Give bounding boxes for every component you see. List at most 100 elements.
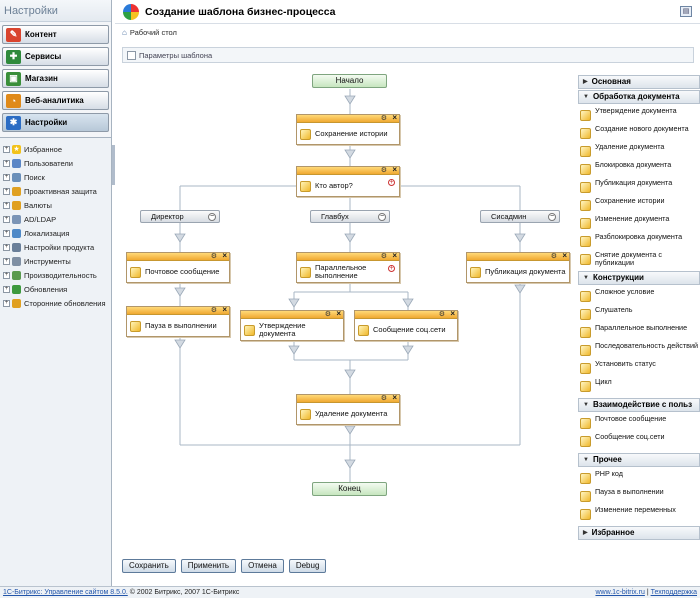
palette-item[interactable]: Почтовое сообщение — [580, 414, 700, 432]
module-analytics-button[interactable]: ◔Веб-аналитика — [2, 91, 109, 110]
save-button[interactable]: Сохранить — [122, 559, 176, 573]
gear-icon[interactable]: ⚙ — [550, 253, 557, 260]
palette-item[interactable]: PHP код — [580, 469, 700, 487]
activity-who-author[interactable]: ⚙× Кто автор? + — [296, 165, 400, 197]
palette-item[interactable]: Удаление документа — [580, 142, 700, 160]
tree-item-favorites[interactable]: +★Избранное — [3, 144, 63, 154]
palette-item[interactable]: Цикл — [580, 377, 700, 395]
tree-item-third-party-updates[interactable]: +Сторонние обновления — [3, 298, 106, 308]
tree-item-search[interactable]: +Поиск — [3, 172, 45, 182]
expand-icon[interactable]: + — [3, 229, 10, 237]
palette-item[interactable]: Пауза в выполнении — [580, 487, 700, 505]
close-icon[interactable]: × — [392, 393, 397, 402]
palette-item[interactable]: Создание нового документа — [580, 124, 700, 142]
branch-chief-accountant[interactable]: Главбух− — [310, 210, 390, 223]
palette-section-basic[interactable]: ▶Основная — [578, 75, 700, 89]
close-icon[interactable]: × — [222, 251, 227, 260]
debug-button[interactable]: Debug — [288, 559, 327, 573]
gear-icon[interactable]: ⚙ — [210, 307, 217, 314]
tree-item-tools[interactable]: +Инструменты — [3, 256, 71, 266]
cancel-button[interactable]: Отмена — [241, 559, 284, 573]
activity-publish[interactable]: ⚙× Публикация документа — [466, 251, 570, 283]
gear-icon[interactable]: ⚙ — [380, 253, 387, 260]
close-icon[interactable]: × — [562, 251, 567, 260]
expand-icon[interactable]: + — [3, 271, 10, 279]
palette-item[interactable]: Блокировка документа — [580, 160, 700, 178]
palette-section-constructions[interactable]: ▼Конструкции — [578, 271, 700, 285]
tree-item-updates[interactable]: +Обновления — [3, 284, 68, 294]
gear-icon[interactable]: ⚙ — [438, 311, 445, 318]
expand-icon[interactable]: + — [3, 257, 10, 265]
palette-item[interactable]: Слушатель — [580, 305, 700, 323]
expand-icon[interactable]: + — [3, 145, 10, 153]
apply-button[interactable]: Применить — [180, 559, 237, 573]
branch-director[interactable]: Директор− — [140, 210, 220, 223]
footer-product-link[interactable]: 1С-Битрикс: Управление сайтом 8.5.0. — [3, 589, 128, 596]
tree-item-product-settings[interactable]: +Настройки продукта — [3, 242, 95, 252]
close-icon[interactable]: × — [392, 113, 397, 122]
expand-icon[interactable]: + — [3, 187, 10, 195]
expand-icon[interactable]: + — [3, 285, 10, 293]
palette-section-other[interactable]: ▼Прочее — [578, 453, 700, 467]
activity-delete[interactable]: ⚙× Удаление документа — [296, 393, 400, 425]
remove-branch-icon[interactable]: − — [378, 213, 386, 221]
expand-icon[interactable]: + — [3, 243, 10, 251]
add-branch-icon[interactable]: + — [388, 179, 395, 186]
gear-icon[interactable]: ⚙ — [380, 115, 387, 122]
activity-save-history[interactable]: ⚙× Сохранение истории — [296, 113, 400, 145]
palette-item[interactable]: Изменение документа — [580, 214, 700, 232]
close-icon[interactable]: × — [392, 251, 397, 260]
tree-item-localization[interactable]: +Локализация — [3, 228, 70, 238]
palette-item[interactable]: Последовательность действий — [580, 341, 700, 359]
tree-item-users[interactable]: +Пользователи — [3, 158, 73, 168]
activity-mail-message[interactable]: ⚙× Почтовое сообщение — [126, 251, 230, 283]
tree-item-currency[interactable]: +Валюты — [3, 200, 52, 210]
end-node[interactable]: Конец — [312, 482, 387, 496]
palette-section-document[interactable]: ▼Обработка документа — [578, 90, 700, 104]
palette-item[interactable]: Изменение переменных — [580, 505, 700, 523]
template-params-bar[interactable]: Параметры шаблона — [122, 47, 694, 63]
module-shop-button[interactable]: ▣Магазин — [2, 69, 109, 88]
expand-icon[interactable]: + — [3, 201, 10, 209]
footer-support-link[interactable]: Техподдержка — [650, 589, 697, 596]
palette-item[interactable]: Параллельное выполнение — [580, 323, 700, 341]
activity-pause[interactable]: ⚙× Пауза в выполнении — [126, 305, 230, 337]
palette-item[interactable]: Снятие документа с публикации — [580, 250, 700, 268]
palette-item[interactable]: Сообщение соц.сети — [580, 432, 700, 450]
palette-item[interactable]: Установить статус — [580, 359, 700, 377]
template-params-link[interactable]: Параметры шаблона — [139, 50, 213, 60]
remove-branch-icon[interactable]: − — [548, 213, 556, 221]
gear-icon[interactable]: ⚙ — [210, 253, 217, 260]
gear-icon[interactable]: ⚙ — [380, 167, 387, 174]
module-settings-button[interactable]: ✱Настройки — [2, 113, 109, 132]
palette-item[interactable]: Публикация документа — [580, 178, 700, 196]
palette-item[interactable]: Сложное условие — [580, 287, 700, 305]
palette-section-interaction[interactable]: ▼Взаимодействие с польз — [578, 398, 700, 412]
module-services-button[interactable]: ✚Сервисы — [2, 47, 109, 66]
tree-item-proactive[interactable]: +Проактивная защита — [3, 186, 97, 196]
expand-icon[interactable]: + — [3, 299, 10, 307]
palette-item[interactable]: Утверждение документа — [580, 106, 700, 124]
close-icon[interactable]: × — [450, 309, 455, 318]
expand-icon[interactable]: + — [3, 215, 10, 223]
branch-sysadmin[interactable]: Сисадмин− — [480, 210, 560, 223]
palette-section-favorites[interactable]: ▶Избранное — [578, 526, 700, 540]
activity-social-message[interactable]: ⚙× Сообщение соц.сети — [354, 309, 458, 341]
tree-item-performance[interactable]: +Производительность — [3, 270, 97, 280]
start-node[interactable]: Начало — [312, 74, 387, 88]
module-content-button[interactable]: ✎Контент — [2, 25, 109, 44]
activity-approve[interactable]: ⚙× Утверждение документа — [240, 309, 344, 341]
activity-parallel[interactable]: ⚙× Параллельное выполнение + — [296, 251, 400, 283]
remove-branch-icon[interactable]: − — [208, 213, 216, 221]
close-icon[interactable]: × — [392, 165, 397, 174]
add-branch-icon[interactable]: + — [388, 265, 395, 272]
print-icon[interactable]: ▤ — [680, 6, 692, 17]
palette-item[interactable]: Разблокировка документа — [580, 232, 700, 250]
footer-site-link[interactable]: www.1c-bitrix.ru — [595, 589, 645, 596]
expand-icon[interactable]: + — [3, 159, 10, 167]
tree-item-ldap[interactable]: +AD/LDAP — [3, 214, 57, 224]
gear-icon[interactable]: ⚙ — [380, 395, 387, 402]
palette-item[interactable]: Сохранение истории — [580, 196, 700, 214]
expand-icon[interactable]: + — [3, 173, 10, 181]
close-icon[interactable]: × — [222, 305, 227, 314]
